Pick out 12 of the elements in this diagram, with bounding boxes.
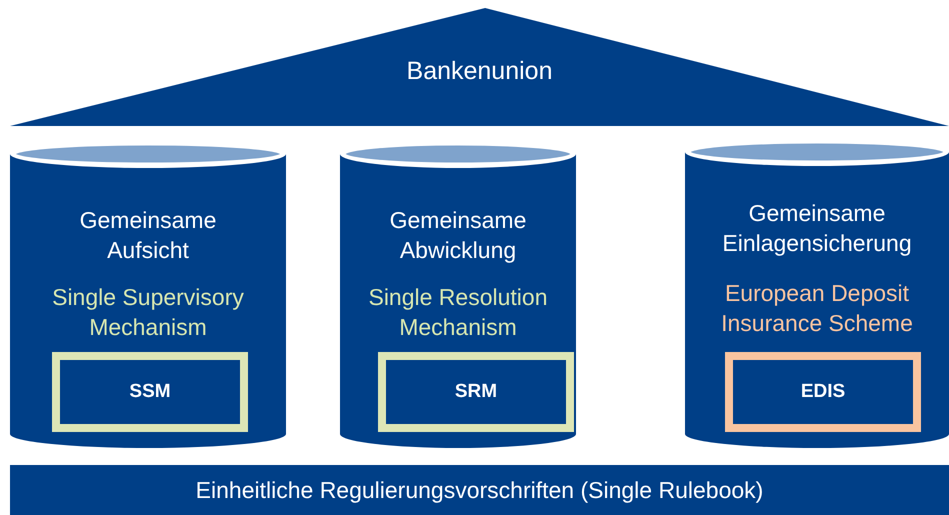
acronym-box: SSM (52, 352, 248, 432)
roof-triangle (10, 8, 949, 126)
pillar-title: Gemeinsame Aufsicht (78, 206, 218, 265)
pillar-subtitle: European Deposit Insurance Scheme (720, 279, 914, 338)
pillar-title: Gemeinsame Einlagensicherung (721, 199, 913, 258)
pillar-subtitle: Single Resolution Mechanism (367, 283, 548, 342)
pillar-title: Gemeinsame Abwicklung (388, 206, 528, 265)
foundation-bar: Einheitliche Regulierungsvorschriften (Single Rulebook) (10, 465, 949, 515)
acronym-box: EDIS (725, 352, 921, 432)
acronym-box: SRM (378, 352, 574, 432)
roof-title: Bankenunion (406, 56, 554, 86)
pillar-subtitle: Single Supervisory Mechanism (51, 283, 245, 342)
